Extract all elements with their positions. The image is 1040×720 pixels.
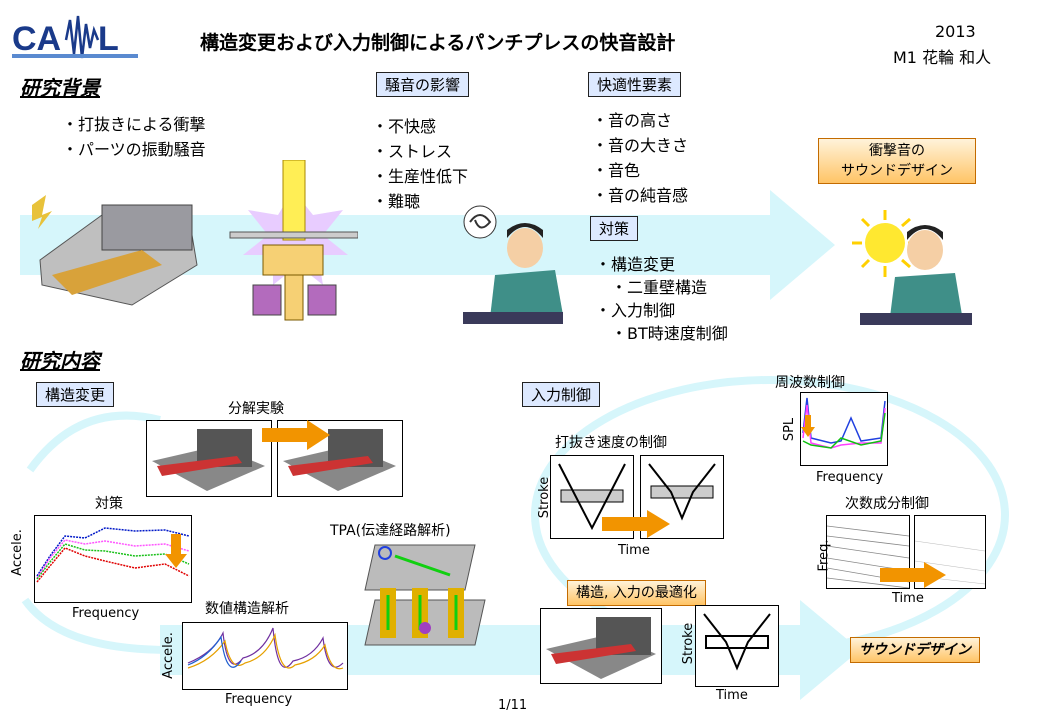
page-number: 1/11: [498, 698, 528, 713]
optimization-press-image: [540, 608, 662, 684]
svg-text:CA: CA: [12, 20, 61, 58]
numerical-analysis-graph: [182, 622, 348, 690]
noise-effect-box: 騒音の影響: [376, 72, 470, 97]
goal-line-2: サウンドデザイン: [841, 163, 953, 179]
sound-design-goal-box: 衝撃音の サウンドデザイン: [818, 138, 976, 184]
comfort-item: ・音色: [592, 161, 641, 180]
freq-control-label: 周波数制御: [775, 375, 845, 391]
noise-effect-item: ・不快感: [372, 117, 437, 136]
punch-speed-label: 打抜き速度の制御: [555, 435, 667, 451]
page-title: 構造変更および入力制御によるパンチプレスの快音設計: [200, 32, 676, 54]
svg-text:L: L: [98, 20, 119, 58]
goal-line-1: 衝撃音の: [869, 143, 925, 159]
measures-x-axis: Frequency: [72, 606, 140, 621]
cause-item: ・パーツの振動騒音: [62, 140, 206, 159]
order-control-x-axis: Time: [892, 591, 924, 606]
tpa-label: TPA(伝達経路解析): [330, 523, 451, 539]
freq-control-graph: [800, 392, 888, 466]
optimization-box: 構造, 入力の最適化: [567, 580, 706, 606]
noise-effect-item: ・ストレス: [372, 142, 453, 161]
worried-person-icon: [455, 200, 565, 330]
noise-effect-item: ・生産性低下: [372, 167, 469, 186]
punch-speed-graph-after: [640, 455, 724, 539]
camal-logo: CA L: [10, 10, 140, 62]
punch-speed-x-axis: Time: [618, 543, 650, 558]
comfort-item: ・音の純音感: [592, 186, 689, 205]
noise-effect-list: ・不快感 ・ストレス ・生産性低下 ・難聴: [372, 114, 468, 214]
satisfied-person-icon: [850, 205, 975, 330]
numerical-analysis-label: 数値構造解析: [205, 601, 289, 617]
measure-item: ・構造変更: [595, 255, 676, 274]
structure-change-box: 構造変更: [36, 382, 115, 407]
content-heading: 研究内容: [20, 349, 100, 373]
measures-graph-label: 対策: [95, 496, 123, 512]
comfort-list: ・音の高さ ・音の大きさ ・音色 ・音の純音感: [592, 108, 688, 208]
disassembly-label: 分解実験: [228, 401, 284, 417]
right-arrow-icon: [602, 510, 670, 538]
measure-item: ・入力制御: [595, 301, 676, 320]
measures-y-axis: Accele.: [9, 529, 25, 576]
optimization-y-axis: Stroke: [681, 622, 697, 665]
measures-box: 対策: [590, 216, 639, 241]
tpa-diagram: [360, 540, 490, 650]
disassembly-image-before: [146, 420, 272, 497]
measures-list: ・構造変更 ・二重壁構造 ・入力制御 ・BT時速度制御: [595, 253, 728, 345]
numerical-x-axis: Frequency: [225, 692, 293, 707]
optimization-stroke-graph: [695, 605, 779, 687]
cause-list: ・打抜きによる衝撃 ・パーツの振動騒音: [62, 112, 206, 162]
author-label: M1 花輪 和人: [893, 48, 992, 67]
background-heading: 研究背景: [20, 76, 100, 100]
optimization-x-axis: Time: [716, 688, 748, 703]
right-arrow-icon: [262, 420, 330, 450]
noise-effect-item: ・難聴: [372, 192, 421, 211]
measure-item: ・二重壁構造: [611, 278, 708, 297]
cause-item: ・打抜きによる衝撃: [62, 115, 206, 134]
comfort-item: ・音の大きさ: [592, 136, 689, 155]
comfort-box: 快適性要素: [588, 72, 682, 97]
sound-design-box: サウンドデザイン: [850, 637, 980, 663]
measure-item: ・BT時速度制御: [611, 324, 728, 343]
numerical-y-axis: Accele.: [160, 632, 176, 679]
comfort-item: ・音の高さ: [592, 111, 673, 130]
order-control-label: 次数成分制御: [845, 496, 929, 512]
measures-graph: [34, 515, 192, 603]
freq-control-y-axis: SPL: [782, 417, 798, 442]
order-control-y-axis: Freq.: [816, 539, 832, 572]
punch-press-image: [32, 195, 212, 315]
freq-control-x-axis: Frequency: [816, 470, 884, 485]
input-control-box: 入力制御: [522, 382, 601, 407]
right-arrow-icon: [880, 562, 946, 588]
die-section-image: [228, 159, 359, 325]
year-label: 2013: [935, 22, 976, 41]
punch-speed-y-axis: Stroke: [537, 476, 553, 519]
